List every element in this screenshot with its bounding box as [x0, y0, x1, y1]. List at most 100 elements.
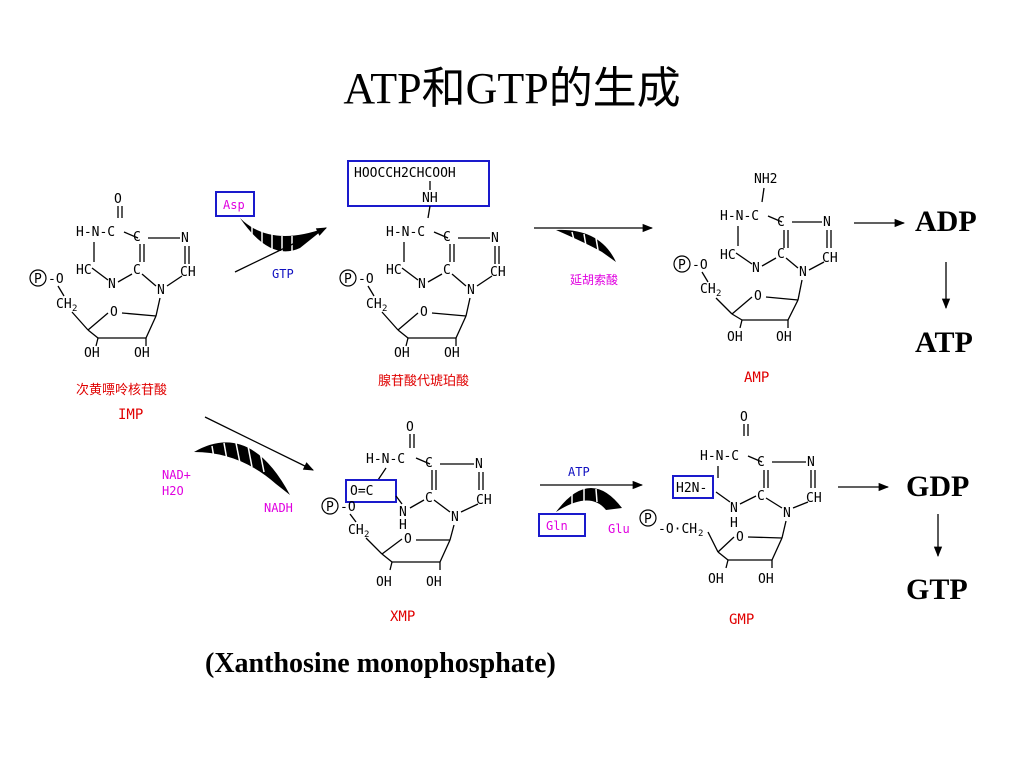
svg-text:N: N [807, 455, 815, 470]
svg-text:C: C [425, 491, 433, 506]
substituent-formula: HOOCCH2CHCOOH [354, 166, 456, 181]
curved-arrow-fumarate [556, 229, 616, 262]
svg-text:CH: CH [490, 265, 506, 280]
svg-text:P: P [326, 500, 334, 515]
svg-text:N: N [730, 501, 738, 516]
svg-text:O: O [736, 530, 744, 545]
curved-arrow-gln [556, 487, 622, 512]
svg-text:C: C [443, 230, 451, 245]
svg-text:N: N [783, 506, 791, 521]
svg-text:H-N-C: H-N-C [386, 225, 425, 240]
svg-text:N: N [451, 510, 459, 525]
svg-text:P: P [644, 512, 652, 527]
svg-text:2: 2 [382, 304, 387, 314]
title-generation: 的生成 [548, 63, 681, 114]
svg-text:P: P [344, 272, 352, 287]
svg-text:OH: OH [394, 346, 410, 361]
title-and: 和 [421, 63, 466, 114]
svg-text:OH: OH [84, 346, 100, 361]
svg-text:N: N [475, 457, 483, 472]
svg-text:O: O [114, 192, 122, 207]
asp-label: Asp [223, 198, 245, 212]
svg-text:N: N [181, 231, 189, 246]
svg-text:C: C [133, 263, 141, 278]
amp-label: AMP [744, 370, 769, 386]
svg-text:H-N-C: H-N-C [700, 449, 739, 464]
reaction-arrow-1 [234, 227, 327, 273]
atp-cofactor: ATP [568, 465, 590, 479]
svg-text:2: 2 [716, 289, 721, 299]
glu-label: Glu [608, 522, 630, 536]
svg-text:C: C [777, 215, 785, 230]
svg-text:OH: OH [134, 346, 150, 361]
water-label: H2O [162, 484, 184, 498]
svg-text:N: N [467, 283, 475, 298]
svg-text:CH: CH [366, 297, 382, 312]
gtp-cofactor: GTP [272, 267, 294, 281]
svg-text:NH: NH [422, 191, 438, 206]
svg-text:P: P [678, 258, 686, 273]
svg-text:C: C [757, 489, 765, 504]
svg-text:O: O [740, 410, 748, 425]
svg-text:OH: OH [444, 346, 460, 361]
xmp-group: O=C [350, 484, 373, 499]
svg-text:HC: HC [386, 263, 402, 278]
svg-text:-O: -O [358, 272, 374, 287]
svg-text:N: N [399, 505, 407, 520]
svg-text:HC: HC [76, 263, 92, 278]
imp-cn-name: 次黄嘌呤核苷酸 [76, 382, 167, 398]
title-atp: ATP [343, 64, 422, 113]
svg-text:C: C [777, 247, 785, 262]
svg-text:-O·CH: -O·CH [658, 522, 697, 537]
svg-text:O: O [420, 305, 428, 320]
svg-text:CH: CH [56, 297, 72, 312]
svg-text:O: O [406, 420, 414, 435]
svg-text:2: 2 [698, 529, 703, 539]
curved-arrow-nad [194, 442, 290, 495]
svg-text:2: 2 [364, 530, 369, 540]
svg-text:O: O [754, 289, 762, 304]
imp-label: IMP [118, 407, 143, 423]
reaction-arrow-3 [204, 416, 314, 471]
gdp-label: GDP [906, 470, 970, 503]
svg-text:N: N [823, 215, 831, 230]
gtp-label: GTP [906, 573, 968, 606]
svg-text:H-N-C: H-N-C [76, 225, 115, 240]
svg-text:CH: CH [700, 282, 716, 297]
svg-text:CH: CH [822, 251, 838, 266]
svg-text:-O: -O [692, 258, 708, 273]
svg-text:N: N [491, 231, 499, 246]
svg-text:H: H [730, 516, 738, 531]
adenylosuccinate-cn-name: 腺苷酸代琥珀酸 [378, 374, 469, 389]
svg-text:N: N [799, 265, 807, 280]
svg-text:OH: OH [758, 572, 774, 587]
svg-text:C: C [133, 230, 141, 245]
svg-text:H-N-C: H-N-C [366, 452, 405, 467]
svg-text:-O: -O [48, 272, 64, 287]
svg-text:O: O [110, 305, 118, 320]
asp-box [215, 191, 255, 217]
svg-text:CH: CH [476, 493, 492, 508]
gmp-label: GMP [729, 612, 754, 628]
fumarate-label: 延胡索酸 [570, 272, 618, 287]
atp-label: ATP [915, 326, 973, 359]
nadh-label: NADH [264, 501, 293, 515]
xmp-caption: (Xanthosine monophosphate) [205, 648, 556, 679]
svg-text:C: C [443, 263, 451, 278]
gln-label: Gln [546, 519, 568, 533]
amp-amino: NH2 [754, 172, 777, 187]
svg-text:OH: OH [426, 575, 442, 590]
svg-text:C: C [425, 456, 433, 471]
svg-text:N: N [108, 277, 116, 292]
svg-text:OH: OH [708, 572, 724, 587]
curved-arrow-asp [240, 218, 325, 254]
substituent-box [347, 160, 490, 207]
svg-text:HC: HC [720, 248, 736, 263]
svg-text:H: H [399, 518, 407, 533]
svg-text:CH: CH [806, 491, 822, 506]
svg-text:OH: OH [776, 330, 792, 345]
